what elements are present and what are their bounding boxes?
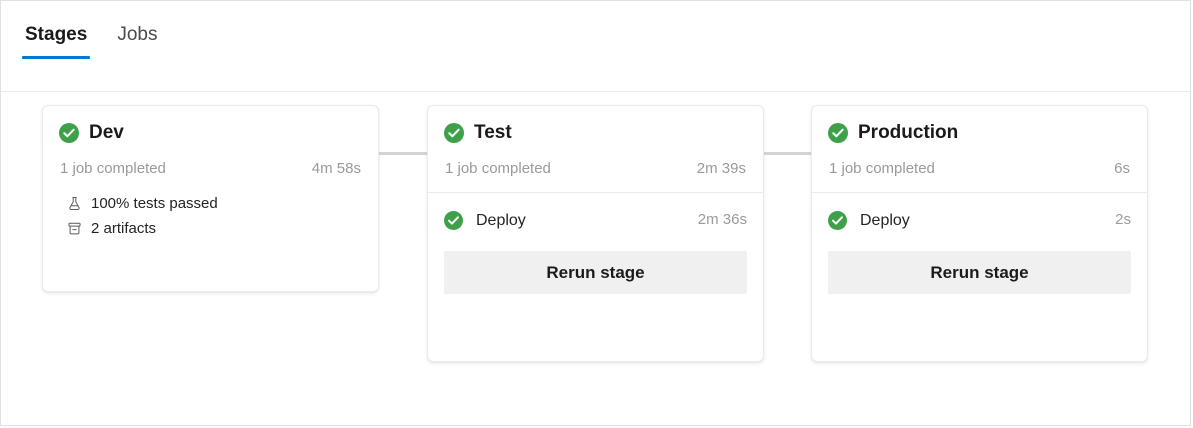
- stage-card-test[interactable]: Test 1 job completed 2m 39s Deploy 2m 36…: [427, 105, 764, 362]
- check-circle-icon: [59, 123, 79, 143]
- job-left: Deploy: [828, 210, 910, 231]
- job-row[interactable]: Deploy 2s: [812, 193, 1147, 247]
- card-divider: [812, 192, 1147, 193]
- rerun-stage-button[interactable]: Rerun stage: [828, 251, 1131, 294]
- stage-summary: 1 job completed: [445, 160, 551, 177]
- stage-card-actions: Rerun stage: [812, 247, 1147, 294]
- stage-summary: 1 job completed: [829, 160, 935, 177]
- tab-stages[interactable]: Stages: [22, 23, 91, 59]
- stage-card-actions: Rerun stage: [428, 247, 763, 294]
- job-name: Deploy: [476, 211, 526, 229]
- job-left: Deploy: [444, 210, 526, 231]
- stage-title-row: Test: [444, 120, 747, 146]
- tab-jobs[interactable]: Jobs: [114, 23, 160, 59]
- stage-summary-row: 1 job completed 6s: [828, 159, 1131, 179]
- stage-meta-tests[interactable]: 100% tests passed: [67, 191, 362, 216]
- stage-card-header: Test 1 job completed 2m 39s: [428, 106, 763, 179]
- stage-name: Test: [474, 122, 512, 143]
- check-circle-icon: [828, 210, 847, 230]
- stage-name: Production: [858, 122, 959, 143]
- job-row[interactable]: Deploy 2m 36s: [428, 193, 763, 247]
- stage-meta-list: 100% tests passed 2 artifacts: [59, 191, 362, 241]
- check-circle-icon: [444, 123, 464, 143]
- card-divider: [428, 192, 763, 193]
- tab-bar: Stages Jobs: [1, 1, 1190, 92]
- stage-summary-row: 1 job completed 4m 58s: [59, 159, 362, 179]
- flask-icon: [69, 197, 80, 210]
- tab-active-indicator: [22, 56, 91, 59]
- stage-connector-dev-test: [379, 152, 427, 155]
- rerun-stage-button[interactable]: Rerun stage: [444, 251, 747, 294]
- stage-summary-row: 1 job completed 2m 39s: [444, 159, 747, 179]
- stage-connector-test-production: [764, 152, 811, 155]
- check-circle-icon: [828, 123, 848, 143]
- stage-title-row: Dev: [59, 120, 362, 146]
- stage-summary: 1 job completed: [60, 160, 166, 177]
- package-icon: [68, 222, 81, 235]
- stage-duration: 2m 39s: [696, 160, 746, 177]
- job-name: Deploy: [860, 211, 910, 229]
- stages-pipeline: Dev 1 job completed 4m 58s 100% tests pa…: [1, 92, 1190, 425]
- stage-meta-label: 100% tests passed: [91, 194, 218, 212]
- stage-card-header: Production 1 job completed 6s: [812, 106, 1147, 179]
- stage-card-dev[interactable]: Dev 1 job completed 4m 58s 100% tests pa…: [42, 105, 379, 292]
- stage-meta-artifacts[interactable]: 2 artifacts: [67, 216, 362, 241]
- stage-card-header: Dev 1 job completed 4m 58s 100% tests pa…: [43, 106, 378, 241]
- tab-list: Stages Jobs: [22, 1, 1190, 59]
- stage-card-production[interactable]: Production 1 job completed 6s Deploy 2s: [811, 105, 1148, 362]
- job-duration: 2m 36s: [697, 211, 747, 228]
- job-duration: 2s: [1115, 211, 1131, 228]
- stage-name: Dev: [89, 122, 124, 143]
- tab-jobs-label: Jobs: [117, 24, 158, 45]
- check-circle-icon: [444, 210, 463, 230]
- tab-stages-label: Stages: [25, 24, 88, 45]
- stage-title-row: Production: [828, 120, 1131, 146]
- stage-duration: 4m 58s: [311, 160, 361, 177]
- stage-duration: 6s: [1114, 160, 1130, 177]
- stage-meta-label: 2 artifacts: [91, 219, 157, 237]
